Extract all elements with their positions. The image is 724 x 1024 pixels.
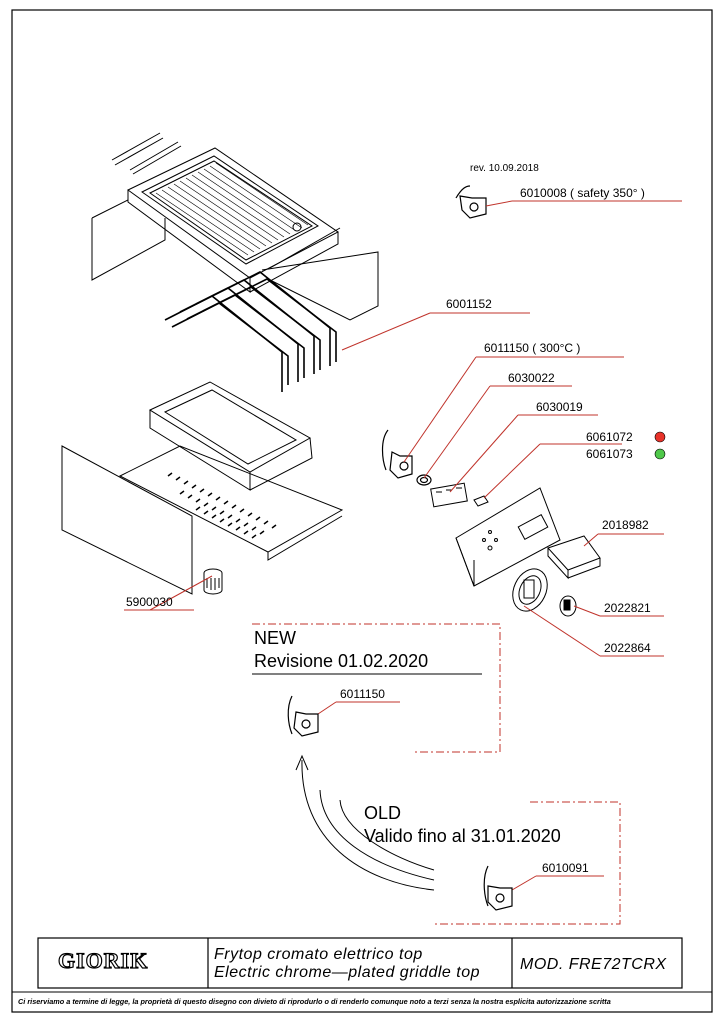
new-frame bbox=[252, 623, 501, 753]
model-number: MOD. FRE72TCRX bbox=[520, 956, 667, 973]
giorik-logo: GIORIK bbox=[57, 947, 149, 973]
old-tag: OLD bbox=[364, 803, 402, 823]
part-2022864-label: 2022864 bbox=[604, 641, 651, 655]
part-6011150-label: 6011150 ( 300°C ) bbox=[484, 341, 581, 355]
part-6011150-new-label: 6011150 bbox=[340, 687, 385, 701]
description-italian: Frytop cromato elettrico top bbox=[214, 946, 423, 963]
part-6010008-label: 6010008 ( safety 350° ) bbox=[520, 186, 645, 200]
copyright-footer: Ci riserviamo a termine di legge, la pro… bbox=[18, 997, 611, 1006]
underlines bbox=[124, 200, 682, 877]
revision-note: rev. 10.09.2018 bbox=[470, 163, 539, 174]
old-thermostat-drawing bbox=[483, 865, 513, 911]
new-tag: NEW bbox=[254, 628, 296, 648]
heating-elements-drawing bbox=[164, 271, 337, 392]
ring-nut-drawing bbox=[416, 474, 432, 486]
leader-lines bbox=[149, 200, 601, 891]
inner-box-drawing bbox=[148, 381, 313, 491]
part-6001152-label: 6001152 bbox=[446, 297, 492, 311]
drain-hole bbox=[292, 222, 302, 232]
base-slots bbox=[167, 472, 277, 539]
switch-block-drawing bbox=[430, 482, 468, 508]
replacement-arrows bbox=[295, 754, 435, 891]
description-english: Electric chrome—plated griddle top bbox=[214, 964, 481, 981]
part-6061072-label: 6061072 bbox=[586, 430, 633, 444]
base-frame-drawing bbox=[61, 445, 344, 595]
indicator-lamp-drawing bbox=[473, 495, 489, 507]
foot-drawing bbox=[203, 568, 223, 595]
part-2018982-label: 2018982 bbox=[602, 518, 649, 532]
new-thermostat-drawing bbox=[287, 695, 319, 737]
red-indicator-dot bbox=[654, 431, 666, 443]
thermostat-drawing bbox=[381, 429, 413, 479]
part-6030022-label: 6030022 bbox=[508, 371, 555, 385]
part-6010091-label: 6010091 bbox=[542, 861, 589, 875]
control-panel-drawing bbox=[455, 487, 561, 587]
safety-thermostat-drawing bbox=[455, 185, 487, 219]
green-indicator-dot bbox=[654, 448, 666, 460]
part-6061073-label: 6061073 bbox=[586, 447, 633, 461]
old-frame bbox=[432, 801, 621, 925]
knob-drawing bbox=[559, 595, 577, 617]
knob-ring-drawing bbox=[512, 568, 548, 612]
new-revision-title: Revisione 01.02.2020 bbox=[254, 651, 429, 671]
part-5900030-label: 5900030 bbox=[126, 595, 173, 609]
old-validity-title: Valido fino al 31.01.2020 bbox=[364, 826, 561, 846]
part-6030019-label: 6030019 bbox=[536, 400, 583, 414]
drawing-border bbox=[11, 9, 713, 1013]
drawer-drawing bbox=[547, 535, 601, 580]
part-2022821-label: 2022821 bbox=[604, 601, 651, 615]
griddle-ribs bbox=[155, 162, 309, 256]
griddle-plate-drawing bbox=[91, 132, 379, 321]
title-block bbox=[37, 937, 683, 989]
